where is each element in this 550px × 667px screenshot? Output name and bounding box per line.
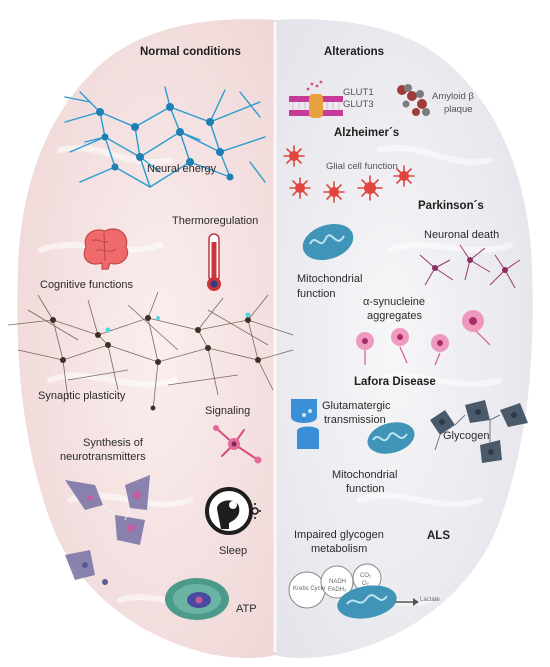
synucleine-label-line1: α-synucleine bbox=[363, 296, 425, 308]
atp-label: ATP bbox=[236, 603, 257, 615]
sleep-label: Sleep bbox=[219, 545, 248, 557]
amyloid-label-line1: Amyloid β bbox=[432, 91, 474, 102]
signaling-neuron-icon bbox=[213, 425, 262, 464]
signaling-label: Signaling bbox=[205, 405, 251, 417]
mitochondrion-icon-2 bbox=[367, 422, 415, 454]
fadh2-label: FADH₂ bbox=[328, 587, 347, 593]
synucleine-label-line2: aggregates bbox=[367, 310, 423, 322]
brain-icon bbox=[83, 228, 129, 270]
glycogen-cells-icon bbox=[430, 400, 528, 463]
cognitive-functions-label: Cognitive functions bbox=[40, 279, 133, 291]
sleep-icon bbox=[205, 487, 261, 535]
synthesis-label-line2: neurotransmitters bbox=[60, 451, 146, 463]
als-label: ALS bbox=[427, 530, 450, 542]
glial-cells-icon bbox=[283, 145, 415, 203]
glycogen-label: Glycogen bbox=[443, 430, 490, 442]
synuclein-aggregates-icon bbox=[356, 310, 491, 366]
blue-neuron-network-icon bbox=[64, 86, 266, 188]
mitochondrial-function-label-line1: Mitochondrial bbox=[297, 273, 363, 285]
amyloid-label-line2: plaque bbox=[444, 104, 473, 115]
impaired-glycogen-label-line1: Impaired glycogen bbox=[294, 529, 384, 541]
impaired-glycogen-label-line2: metabolism bbox=[311, 543, 368, 555]
thermometer-icon bbox=[207, 233, 221, 291]
mitochondrion-icon bbox=[302, 223, 354, 261]
thermoregulation-label: Thermoregulation bbox=[172, 215, 259, 227]
krebs-label: Krebs Cycle bbox=[293, 586, 326, 592]
alterations-header: Alterations bbox=[324, 46, 385, 58]
amyloid-plaque-icon bbox=[397, 84, 430, 116]
nadh-label: NADH bbox=[329, 579, 347, 585]
neuronal-death-label: Neuronal death bbox=[424, 229, 500, 241]
glut1-label: GLUT1 bbox=[343, 87, 374, 98]
glutamatergic-label-line1: Glutamatergic bbox=[322, 400, 391, 412]
glutamatergic-label-line2: transmission bbox=[324, 414, 386, 426]
neurotransmitter-synthesis-icon bbox=[65, 475, 150, 585]
atp-cell-icon bbox=[165, 578, 229, 620]
neuron-network-icon bbox=[8, 291, 294, 411]
o2-label: O₂ bbox=[362, 581, 369, 587]
neural-energy-label: Neural energy bbox=[147, 163, 217, 175]
mitochondrial-function-2-line2: function bbox=[346, 483, 385, 495]
normal-conditions-header: Normal conditions bbox=[140, 46, 241, 58]
lafora-disease-label: Lafora Disease bbox=[354, 376, 436, 388]
alzheimers-label: Alzheimer´s bbox=[334, 127, 400, 139]
synthesis-label-line1: Synthesis of bbox=[83, 437, 143, 449]
metabolism-icon bbox=[288, 563, 419, 619]
dying-neurons-icon bbox=[419, 244, 521, 289]
parkinsons-label: Parkinson´s bbox=[418, 200, 484, 212]
glut3-label: GLUT3 bbox=[343, 99, 374, 110]
synaptic-plasticity-label: Synaptic plasticity bbox=[38, 390, 126, 402]
lactate-label: Lactate bbox=[420, 597, 440, 603]
mitochondrial-function-label-line2: function bbox=[297, 288, 336, 300]
glial-cell-function-label: Glial cell function bbox=[326, 161, 398, 172]
synapse-icon bbox=[291, 399, 319, 449]
mitochondrial-function-2-line1: Mitochondrial bbox=[332, 469, 398, 481]
co2-label: CO₂ bbox=[360, 573, 372, 579]
glut-transporter-icon bbox=[289, 80, 343, 118]
